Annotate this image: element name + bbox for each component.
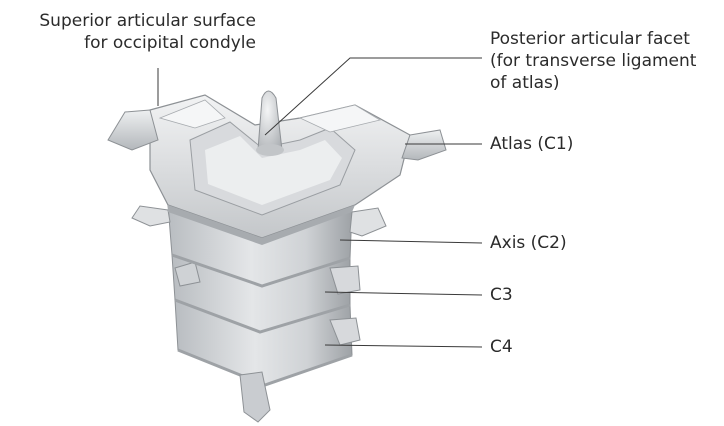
label-posterior-line-1: Posterior articular facet	[490, 28, 696, 50]
label-superior-line-1: Superior articular surface	[39, 10, 256, 32]
label-c4: C4	[490, 336, 513, 358]
leader-axis	[340, 240, 482, 243]
label-posterior-line-3: of atlas)	[490, 72, 696, 94]
label-superior-line-2: for occipital condyle	[39, 32, 256, 54]
label-c3: C3	[490, 284, 513, 306]
label-posterior-line-2: (for transverse ligament	[490, 50, 696, 72]
label-superior-articular-surface: Superior articular surface for occipital…	[39, 10, 256, 54]
label-axis: Axis (C2)	[490, 232, 567, 254]
label-posterior-articular-facet: Posterior articular facet (for transvers…	[490, 28, 696, 94]
label-atlas: Atlas (C1)	[490, 133, 573, 155]
